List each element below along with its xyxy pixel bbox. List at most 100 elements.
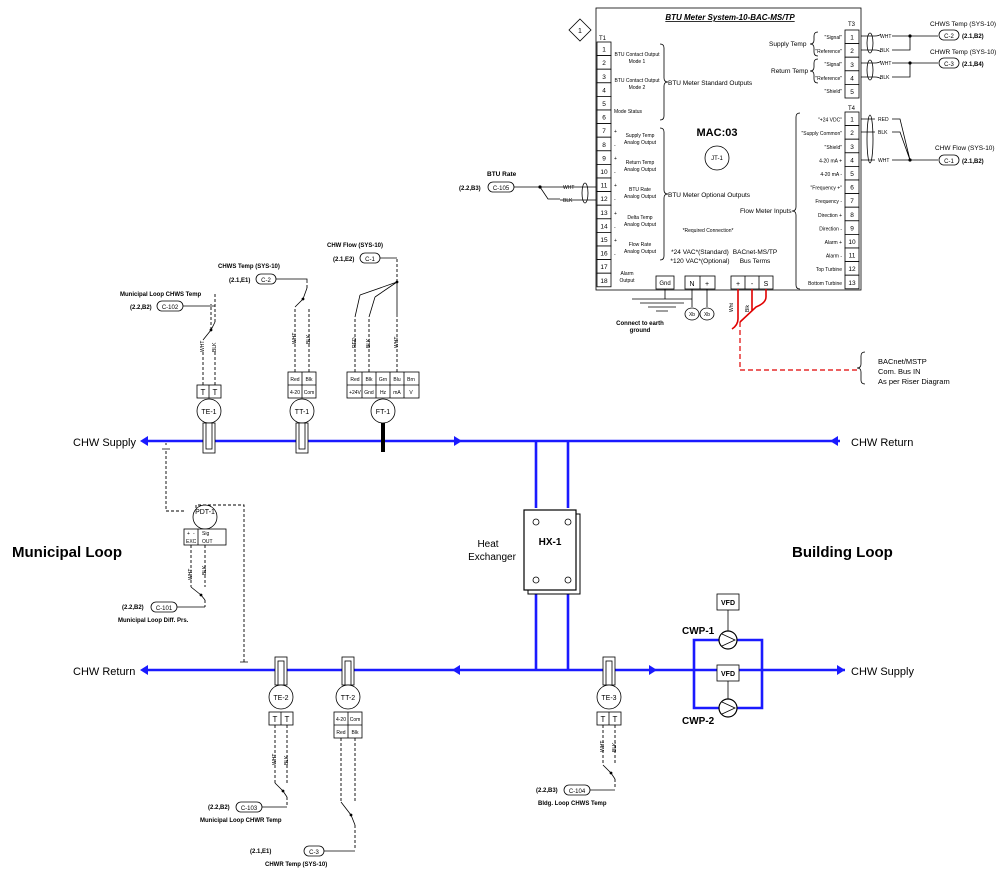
svg-text:BLK: BLK [284, 755, 290, 765]
t1-desc-8: Flow Rate [629, 242, 652, 248]
te1-label: TE-1 [201, 409, 216, 416]
building-loop-label: Building Loop [792, 544, 893, 561]
svg-text:WHT: WHT [394, 337, 400, 348]
t4-terminal-label: Direction + [818, 213, 842, 219]
svg-text:T: T [273, 715, 278, 724]
municipal-loop-label: Municipal Loop [12, 544, 122, 561]
vfd2-label: VFD [721, 671, 735, 678]
t4-terminal-number: 1 [850, 117, 854, 124]
t4-terminal-label: Top Turbine [816, 267, 842, 273]
svg-text:+: + [614, 156, 617, 162]
bacnet-minus: - [751, 281, 754, 288]
t1-desc-6: BTU Rate [629, 187, 651, 193]
t3-terminal-number: 4 [850, 75, 854, 82]
t4-terminal-label: Frequency - [815, 199, 842, 205]
t3-labels: "Signal" "Reference" "Signal" "Reference… [815, 35, 842, 95]
device-pdt1: PDT-1 + - EXC Sig OUT [162, 443, 248, 663]
svg-text:+: + [614, 129, 617, 135]
t1-desc-2b: Mode 2 [629, 85, 646, 91]
svg-text:Wht: Wht [729, 303, 735, 313]
svg-text:T: T [601, 715, 606, 724]
t4-terminal-number: 8 [850, 212, 854, 219]
t4-terminal-number: 13 [848, 280, 856, 287]
earth-ground-icon [632, 289, 692, 312]
svg-text:WHT: WHT [563, 185, 574, 191]
device-te1: T T TE-1 [196, 292, 222, 454]
svg-text:-: - [614, 252, 616, 258]
t4-terminal-label: Alarm - [826, 254, 842, 260]
t4-wiring: RED BLK WHT [861, 114, 938, 164]
return-temp-group: Return Temp [771, 68, 808, 75]
t1-terminal-number: 17 [600, 264, 608, 271]
svg-text:(2.1,E1): (2.1,E1) [250, 849, 271, 855]
svg-text:WHT: WHT [292, 333, 298, 344]
svg-text:Blk: Blk [366, 377, 373, 383]
svg-text:Xb: Xb [704, 312, 710, 318]
bacnet-note1: BACnet/MSTP [878, 357, 927, 366]
t1-desc-9b: Output [619, 278, 635, 284]
t1-terminal-number: 18 [600, 278, 608, 285]
t4-terminal-label: Bottom Turbine [808, 281, 842, 287]
return-temp-brace [809, 58, 819, 84]
svg-text:(2.2,B2): (2.2,B2) [122, 605, 144, 611]
svg-text:Red: Red [290, 377, 299, 383]
t1-terminal-number: 1 [602, 47, 606, 54]
t1-desc-7: Delta Temp [627, 215, 652, 221]
svg-text:+: + [614, 183, 617, 189]
t1-desc-7b: Analog Output [624, 222, 657, 228]
svg-text:C-101: C-101 [156, 606, 173, 612]
power-line2: *120 VAC*(Optional) [670, 258, 729, 265]
t1-desc-9: Alarm [620, 271, 633, 277]
svg-text:Grn: Grn [379, 377, 388, 383]
t4-terminal-label: Alarm + [825, 240, 842, 246]
pump-bypass-loop [692, 638, 764, 710]
svg-text:C-1: C-1 [944, 159, 954, 165]
svg-text:mA: mA [393, 390, 401, 396]
bacnet-note3: As per Riser Diagram [878, 377, 950, 386]
svg-text:-: - [193, 531, 195, 537]
svg-text:BLK: BLK [880, 48, 890, 54]
bus-terms-line1: BACnet-MS/TP [733, 249, 777, 256]
t1-polarity: +- +- +- +- +- [614, 129, 617, 258]
ref-mun-chwr-title: Municipal Loop CHWR Temp [200, 818, 282, 824]
chw-return-label-right: CHW Return [851, 437, 913, 449]
svg-text:(2.2,B3): (2.2,B3) [459, 186, 481, 192]
svg-text:C-3: C-3 [309, 850, 319, 856]
tt2-label: TT-2 [341, 695, 355, 702]
t4-terminal-label: "Frequency +" [811, 186, 843, 192]
svg-text:4-20: 4-20 [290, 390, 300, 396]
svg-text:(2.1,B2): (2.1,B2) [962, 159, 984, 165]
svg-text:C-2: C-2 [944, 34, 954, 40]
svg-text:RED: RED [878, 117, 889, 123]
supply-temp-group: Supply Temp [769, 41, 807, 48]
svg-text:RED: RED [352, 337, 358, 348]
earth-label2: ground [630, 328, 651, 334]
svg-text:Blk: Blk [306, 377, 313, 383]
bacnet-note2: Com. Bus IN [878, 367, 921, 376]
t1-terminal-number: 5 [602, 101, 606, 108]
svg-text:"Signal": "Signal" [825, 35, 843, 41]
xb-left [684, 307, 700, 321]
t3-terminal-number: 1 [850, 35, 854, 42]
t1-terminal-number: 6 [602, 115, 606, 122]
svg-text:T: T [213, 388, 218, 397]
t4-terminal-label: 4-20 mA + [819, 158, 842, 164]
t3-terminal-number: 3 [850, 62, 854, 69]
pdt1-label: PDT-1 [195, 509, 215, 516]
svg-text:Xb: Xb [689, 312, 695, 318]
t1-label: T1 [599, 36, 607, 42]
svg-text:WHT: WHT [272, 754, 278, 765]
opt-outputs-label: BTU Meter Optional Outputs [668, 192, 751, 199]
svg-text:(2.1,E1): (2.1,E1) [229, 278, 250, 284]
ref-mun-dp-title: Municipal Loop Diff. Prs. [118, 618, 189, 624]
svg-text:C-102: C-102 [162, 305, 179, 311]
svg-text:Brn: Brn [407, 377, 415, 383]
device-tt2: TT-2 4-20 Com Red Blk [333, 656, 363, 849]
bacnet-bus-wires [731, 289, 767, 330]
svg-text:+: + [187, 531, 190, 537]
svg-text:BLK: BLK [563, 198, 573, 204]
svg-text:(2.1,B2): (2.1,B2) [962, 34, 984, 40]
